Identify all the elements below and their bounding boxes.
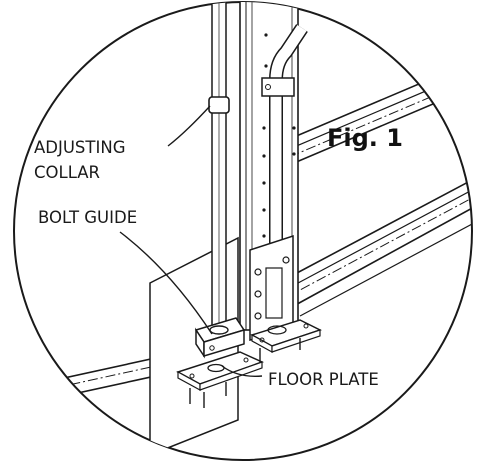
leader-bolt-guide xyxy=(119,231,213,335)
right-bolt-rod xyxy=(261,24,308,318)
leader-adjusting-collar xyxy=(167,105,211,147)
callout-floor-plate: FLOOR PLATE xyxy=(268,370,379,389)
figure-label: Fig. 1 xyxy=(327,124,403,152)
callout-adjusting-collar-line2: COLLAR xyxy=(34,163,100,182)
floor-plate-left xyxy=(176,351,265,408)
floor-plate-right xyxy=(250,319,322,362)
hinge-plate xyxy=(249,234,294,341)
callout-adjusting-collar-line1: ADJUSTING xyxy=(34,138,125,157)
leader-floor-plate xyxy=(221,365,263,377)
adjusting-collar xyxy=(208,96,230,114)
bolt-guide xyxy=(194,317,246,359)
left-bolt-rod xyxy=(208,2,230,331)
callout-bolt-guide: BOLT GUIDE xyxy=(38,208,137,227)
right-floor-track xyxy=(279,171,472,317)
